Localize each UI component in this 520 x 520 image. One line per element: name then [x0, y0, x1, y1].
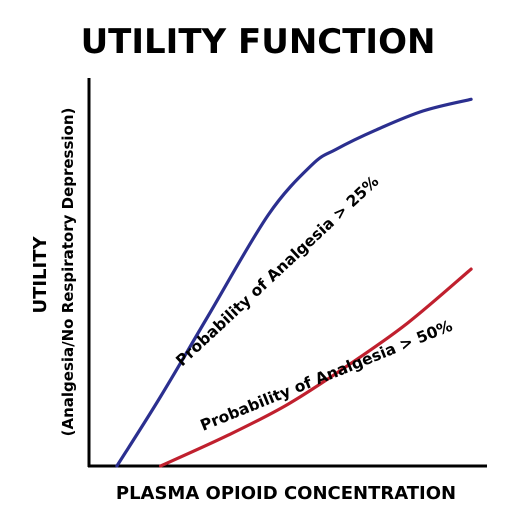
x-axis-label: PLASMA OPIOID CONCENTRATION — [116, 483, 456, 504]
y-axis-labels: UTILITY (Analgesia/No Respiratory Depres… — [30, 108, 77, 437]
series-line-analgesia-50 — [159, 267, 473, 468]
chart-title: UTILITY FUNCTION — [81, 22, 436, 62]
y-axis-sublabel: (Analgesia/No Respiratory Depression) — [59, 108, 77, 437]
series-line-analgesia-25 — [115, 97, 473, 468]
y-axis-label: UTILITY — [30, 236, 51, 314]
series-group — [115, 97, 473, 468]
series-label-analgesia-50: Probability of Analgesia > 50% — [198, 317, 456, 435]
